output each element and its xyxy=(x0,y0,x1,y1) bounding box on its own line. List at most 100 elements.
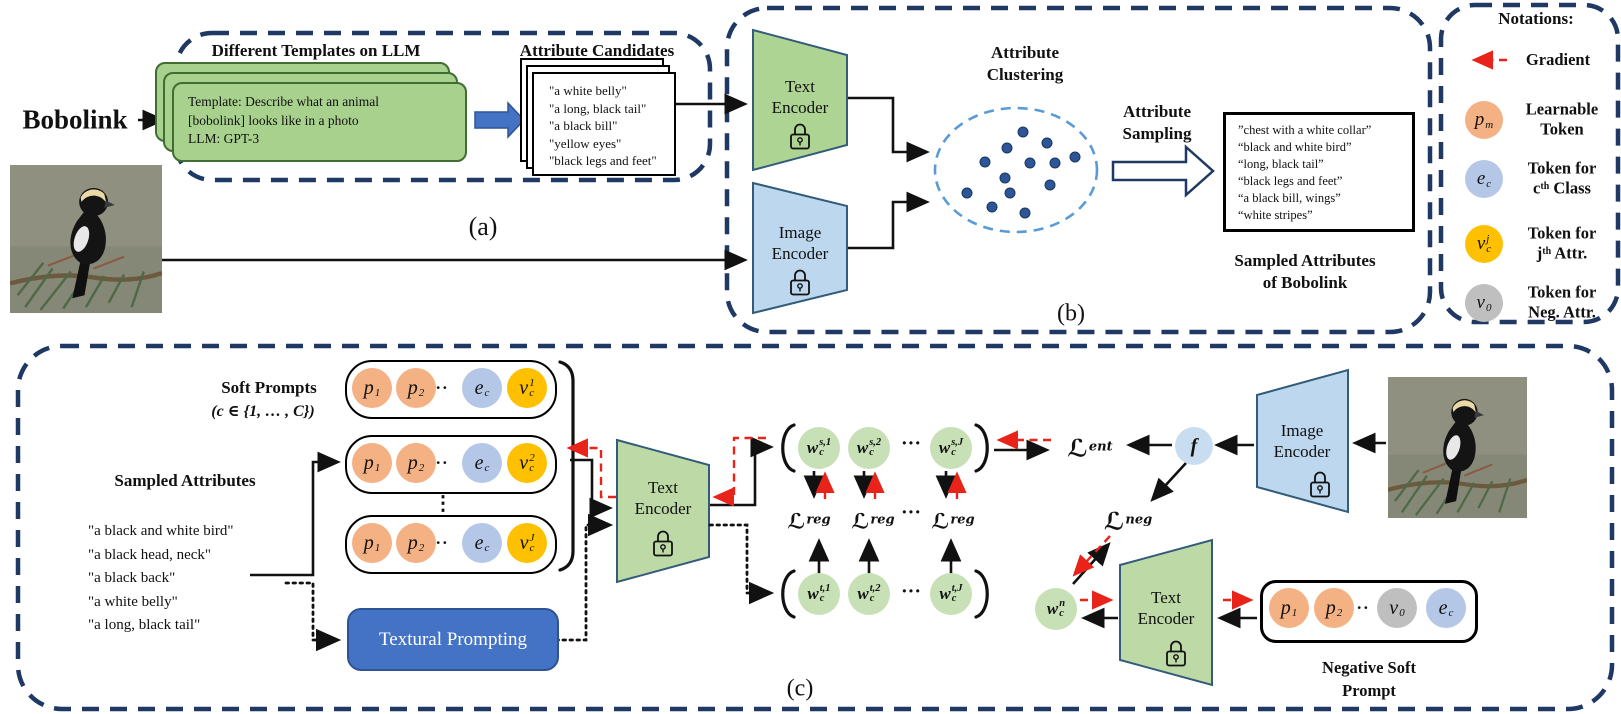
class-name-label: Bobolink xyxy=(22,104,128,135)
sampled-attributes-list-c: "a black and white bird" "a black head, … xyxy=(88,523,234,633)
soft-prompts-title: Soft Prompts xyxy=(221,378,317,397)
bobolink-photo-art xyxy=(1388,377,1527,518)
lock-icon xyxy=(788,122,812,157)
sampled-attributes-list: ”chest with a white collar” “black and w… xyxy=(1238,123,1372,222)
template-text: Template: Describe what an animal [bobol… xyxy=(188,94,379,146)
sampled-attributes-title: Sampled Attributes xyxy=(114,471,256,490)
panel-c-border xyxy=(15,343,1615,712)
token-ellipsis: ·· xyxy=(1356,598,1370,617)
text-encoder-b-shape xyxy=(752,28,848,172)
gradient-legend-label: Gradient xyxy=(1525,50,1591,69)
candidates-list: "a white belly" "a long, black tail" "a … xyxy=(549,83,657,168)
sampling-title-line2: Sampling xyxy=(1122,124,1192,143)
template-card: Template: Describe what an animal [bobol… xyxy=(172,82,467,162)
lock-icon xyxy=(788,268,812,303)
candidates-sheet: "a white belly" "a long, black tail" "a … xyxy=(532,72,676,176)
soft-prompt-bracket xyxy=(558,360,575,572)
lock-icon xyxy=(651,529,675,564)
brackets xyxy=(558,360,989,619)
panel-c-label: (c) xyxy=(786,675,814,702)
bobolink-photo-art xyxy=(10,165,162,313)
attribute-cluster-plot xyxy=(933,106,1099,234)
panel-b-border xyxy=(724,5,1433,335)
lock-icon xyxy=(1308,470,1332,505)
clustering-title-line2: Clustering xyxy=(986,65,1064,84)
lock-icon xyxy=(1164,639,1188,674)
dotted-connectors xyxy=(284,513,775,652)
sampled-attributes-box: ”chest with a white collar” “black and w… xyxy=(1223,112,1415,232)
rows-vertical-ellipsis: ⋮ xyxy=(433,492,453,515)
negative-prompt-caption-line1: Negative Soft xyxy=(1322,658,1416,677)
image-encoder-b-shape xyxy=(752,181,848,315)
textural-prompting-box: Textural Prompting xyxy=(347,608,559,671)
token-ellipsis: ·· xyxy=(435,533,449,552)
negative-prompt-caption-line2: Prompt xyxy=(1342,681,1396,700)
wt-ellipsis: ··· xyxy=(900,580,922,603)
panel-b-label: (b) xyxy=(1057,300,1085,327)
bobolink-photo xyxy=(10,165,162,313)
ws-ellipsis: ··· xyxy=(900,432,922,455)
reg-ellipsis: ··· xyxy=(900,501,922,524)
token-ellipsis: ·· xyxy=(435,378,449,397)
token-ellipsis: ·· xyxy=(435,453,449,472)
sampled-caption-line2: of Bobolink xyxy=(1262,273,1348,292)
notations-title: Notations: xyxy=(1498,9,1574,28)
clustering-title-line1: Attribute xyxy=(991,43,1059,62)
attribute-sampling-arrow xyxy=(1111,144,1215,198)
cluster-dots xyxy=(961,126,1081,219)
templates-title: Different Templates on LLM xyxy=(211,41,421,60)
sampled-caption-line1: Sampled Attributes xyxy=(1234,251,1376,270)
text-encoder-c1-shape xyxy=(616,438,710,584)
image-feature-f: f xyxy=(1175,427,1213,465)
gradient-connectors xyxy=(566,50,1507,610)
text-encoder-c2-shape xyxy=(1119,538,1213,687)
bobolink-photo-small xyxy=(1388,377,1527,518)
llm-to-candidates-arrow xyxy=(474,101,526,139)
notations-border xyxy=(1438,2,1621,325)
sampling-title-line1: Attribute xyxy=(1123,102,1191,121)
soft-prompts-subtitle: (c ∈ {1, … , C}) xyxy=(211,403,315,420)
